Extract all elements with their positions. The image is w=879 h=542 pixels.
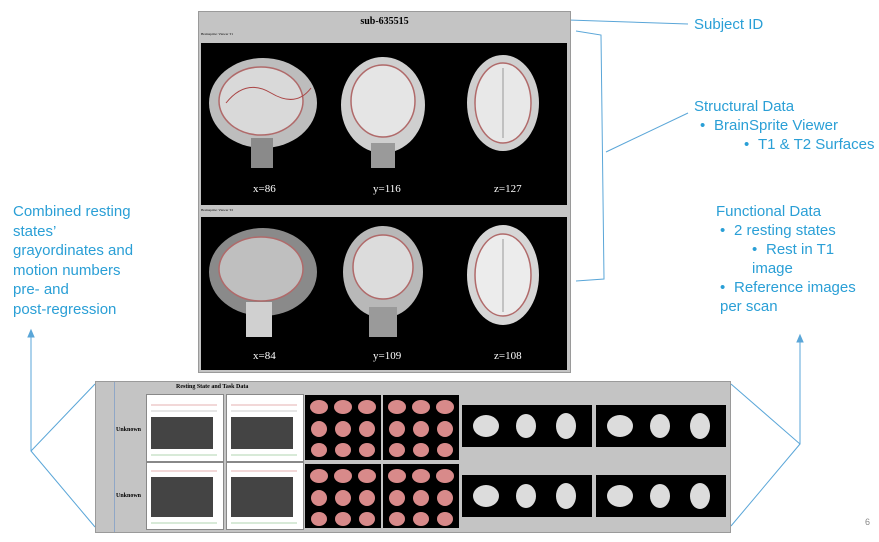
rest-in-t1-thumbnails-1a[interactable]: [305, 395, 381, 460]
t2-y-coord: y=109: [373, 350, 402, 362]
subject-id-title: sub-635515: [360, 16, 409, 27]
functional-item-3: •Reference images per scan: [720, 279, 856, 315]
t1-z-coord: z=127: [494, 183, 522, 195]
combined-line-5: pre- and: [13, 281, 69, 298]
reference-images-2b[interactable]: [596, 475, 726, 517]
functional-item-3-label: Reference images per scan: [720, 279, 856, 315]
rest-in-t1-thumbnails-2a[interactable]: [305, 464, 381, 528]
functional-item-2-label: Rest in T1 image: [752, 241, 835, 277]
t2-x-coord: x=84: [253, 350, 276, 362]
combined-line-4: motion numbers: [13, 261, 121, 279]
functional-item-1: •2 resting states: [720, 222, 836, 239]
functional-report-panel: Resting State and Task Data Unknown Unkn…: [95, 381, 731, 533]
t1-brain-images[interactable]: [201, 43, 567, 173]
brainsprite-label-t2: Brainsprite: Viewer T2: [201, 208, 234, 212]
t2-brain-images[interactable]: [201, 217, 567, 342]
structural-item-2-label: T1 & T2 Surfaces: [758, 136, 875, 153]
rest-in-t1-thumbnails-2b[interactable]: [383, 464, 459, 528]
structural-heading: Structural Data: [694, 98, 795, 115]
panel-divider: [114, 382, 115, 532]
callout-subject-id: Subject ID: [694, 16, 764, 33]
brainsprite-label-t1: Brainsprite: Viewer T1: [201, 32, 234, 36]
t2-z-coord: z=108: [494, 350, 522, 362]
functional-item-1-label: 2 resting states: [734, 222, 836, 239]
structural-report-panel: sub-635515 Brainsprite: Viewer T1 x=86: [198, 11, 571, 373]
resting-task-title: Resting State and Task Data: [176, 384, 249, 390]
combined-line-2: states’: [13, 222, 57, 240]
t2-coordinates: x=84 y=109 z=108: [201, 342, 567, 370]
grayordinates-plot-post-2[interactable]: [226, 462, 304, 530]
structural-item-1: •BrainSprite Viewer: [700, 117, 838, 134]
reference-images-1b[interactable]: [596, 405, 726, 447]
t1-y-coord: y=116: [373, 183, 401, 195]
grayordinates-plot-post-1[interactable]: [226, 394, 304, 462]
rest-in-t1-thumbnails-1b[interactable]: [383, 395, 459, 460]
reference-images-2a[interactable]: [462, 475, 592, 517]
reference-images-1a[interactable]: [462, 405, 592, 447]
t1-x-coord: x=86: [253, 183, 276, 195]
grayordinates-plot-pre-1[interactable]: [146, 394, 224, 462]
t1-slice-views: [209, 55, 539, 168]
callout-combined: Combined resting states’ grayordinates a…: [13, 202, 133, 319]
combined-line-3: grayordinates and: [13, 242, 134, 259]
structural-item-2: •T1 & T2 Surfaces: [744, 136, 875, 153]
row-label-2: Unknown: [116, 493, 142, 499]
slide-number: 6: [864, 517, 870, 527]
structural-item-1-label: BrainSprite Viewer: [714, 117, 838, 134]
t2-slice-views: [209, 225, 539, 337]
functional-item-2: •Rest in T1 image: [752, 241, 835, 277]
combined-line-6: post-regression: [13, 300, 117, 318]
functional-heading: Functional Data: [716, 203, 822, 220]
grayordinates-plot-pre-2[interactable]: [146, 462, 224, 530]
callout-structural: Structural Data •BrainSprite Viewer •T1 …: [694, 97, 874, 154]
row-label-1: Unknown: [116, 427, 142, 433]
callout-functional: Functional Data •2 resting states •Rest …: [716, 202, 876, 316]
combined-line-1: Combined resting: [13, 203, 131, 220]
t1-coordinates: x=86 y=116 z=127: [201, 173, 567, 205]
